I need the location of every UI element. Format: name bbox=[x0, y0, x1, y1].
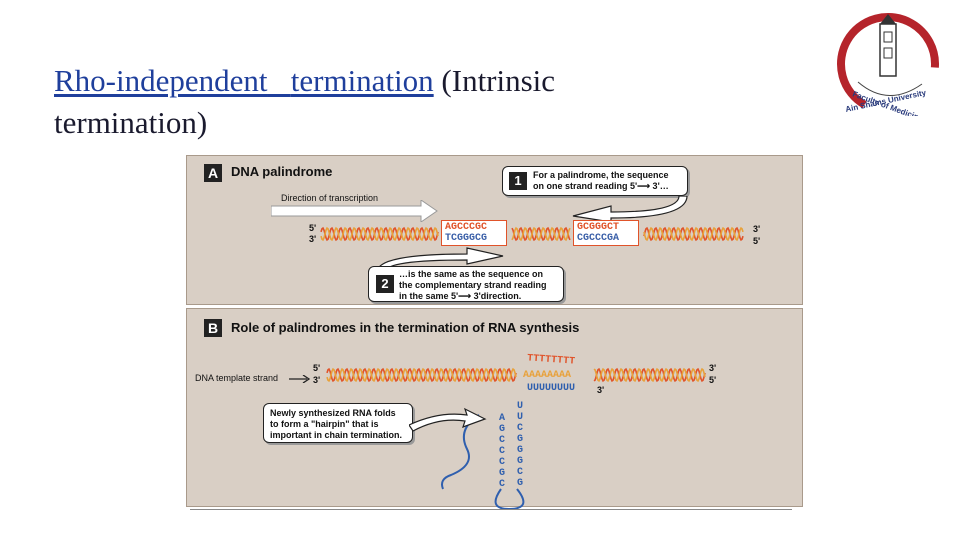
strand-a-3prime-right: 3' bbox=[753, 224, 760, 234]
strand-a-5prime-left: 5' bbox=[309, 223, 316, 233]
direction-arrow-icon bbox=[271, 200, 441, 222]
strand-a-3prime-left: 3' bbox=[309, 234, 316, 244]
panel-b: B Role of palindromes in the termination… bbox=[186, 308, 803, 507]
callout-1: For a palindrome, the sequence on one st… bbox=[502, 166, 688, 196]
template-strand-label: DNA template strand bbox=[195, 373, 278, 383]
strand-b-5prime-left: 5' bbox=[313, 363, 320, 373]
title-gap bbox=[268, 63, 291, 98]
stem-base: G bbox=[517, 445, 529, 456]
slide-title: Rho-independent termination (Intrinsic t… bbox=[54, 60, 754, 144]
stem-base: C bbox=[499, 479, 511, 490]
callout-1-arrow-icon bbox=[571, 196, 691, 222]
stem-base: G bbox=[499, 424, 511, 435]
stem-base: C bbox=[499, 435, 511, 446]
palindrome-seq-2: GCGGGCT CGCCCGA bbox=[573, 220, 639, 246]
panel-a-title: DNA palindrome bbox=[231, 164, 332, 179]
seq2-bottom: CGCCCGA bbox=[577, 233, 635, 244]
callout-1-line1: For a palindrome, the sequence bbox=[533, 170, 683, 181]
title-intrinsic: (Intrinsic bbox=[441, 63, 555, 98]
panel-a-label: A bbox=[204, 164, 222, 182]
hairpin-callout-arrow-icon bbox=[409, 407, 489, 433]
rna-3prime-end: 3' bbox=[597, 385, 604, 395]
stem-base: C bbox=[517, 423, 529, 434]
stem-base: G bbox=[517, 456, 529, 467]
strand-b-3prime-left: 3' bbox=[313, 375, 320, 385]
template-pointer-arrow-icon bbox=[289, 375, 313, 383]
panel-b-title: Role of palindromes in the termination o… bbox=[231, 320, 579, 335]
stem-base: U bbox=[517, 412, 529, 423]
hairpin-callout-line1: Newly synthesized RNA folds bbox=[270, 408, 406, 419]
stem-base: U bbox=[517, 401, 529, 412]
seq1-bottom: TCGGGCG bbox=[445, 233, 503, 244]
callout-2-line1: …is the same as the sequence on bbox=[399, 269, 559, 280]
callout-2-line2: the complementary strand reading bbox=[399, 280, 559, 291]
stem-base: G bbox=[517, 478, 529, 489]
stem-base: G bbox=[499, 468, 511, 479]
dna-double-strand-b bbox=[313, 363, 723, 389]
strand-a-5prime-right: 5' bbox=[753, 236, 760, 246]
stem-base: C bbox=[499, 446, 511, 457]
callout-2-number: 2 bbox=[376, 275, 394, 293]
strand-b-3prime-right: 3' bbox=[709, 363, 716, 373]
stem-base: G bbox=[517, 434, 529, 445]
title-rho-independent: Rho-independent bbox=[54, 63, 268, 98]
palindrome-seq-1: AGCCCGC TCGGGCG bbox=[441, 220, 507, 246]
direction-label: Direction of transcription bbox=[281, 193, 378, 203]
figure-bottom-rule bbox=[190, 509, 792, 510]
panel-a: A DNA palindrome Direction of transcript… bbox=[186, 155, 803, 305]
dna-figure: A DNA palindrome Direction of transcript… bbox=[186, 155, 803, 507]
panel-b-label: B bbox=[204, 319, 222, 337]
university-logo-icon: Faculty of Medicine Ain Shams University bbox=[836, 12, 940, 116]
stem-base: C bbox=[517, 467, 529, 478]
callout-1-line2: on one strand reading 5'⟶ 3'… bbox=[533, 181, 683, 192]
strand-b-5prime-right: 5' bbox=[709, 375, 716, 385]
stem-base: A bbox=[499, 413, 511, 424]
seq1-top: AGCCCGC bbox=[445, 222, 503, 233]
hairpin-callout-line2: to form a "hairpin" that is bbox=[270, 419, 406, 430]
title-termination-2: termination) bbox=[54, 105, 207, 140]
stem-base: C bbox=[499, 457, 511, 468]
callout-2-line3: in the same 5'⟶ 3'direction. bbox=[399, 291, 559, 302]
callout-1-number: 1 bbox=[509, 172, 527, 190]
dna-double-strand-a bbox=[307, 222, 757, 246]
seq2-top: GCGGGCT bbox=[577, 222, 635, 233]
hairpin-callout-line3: important in chain termination. bbox=[270, 430, 406, 441]
hairpin-callout: Newly synthesized RNA folds to form a "h… bbox=[263, 403, 413, 443]
callout-2: …is the same as the sequence on the comp… bbox=[368, 266, 564, 302]
title-termination: termination bbox=[291, 63, 434, 98]
a-run: AAAAAAAA bbox=[523, 370, 571, 381]
